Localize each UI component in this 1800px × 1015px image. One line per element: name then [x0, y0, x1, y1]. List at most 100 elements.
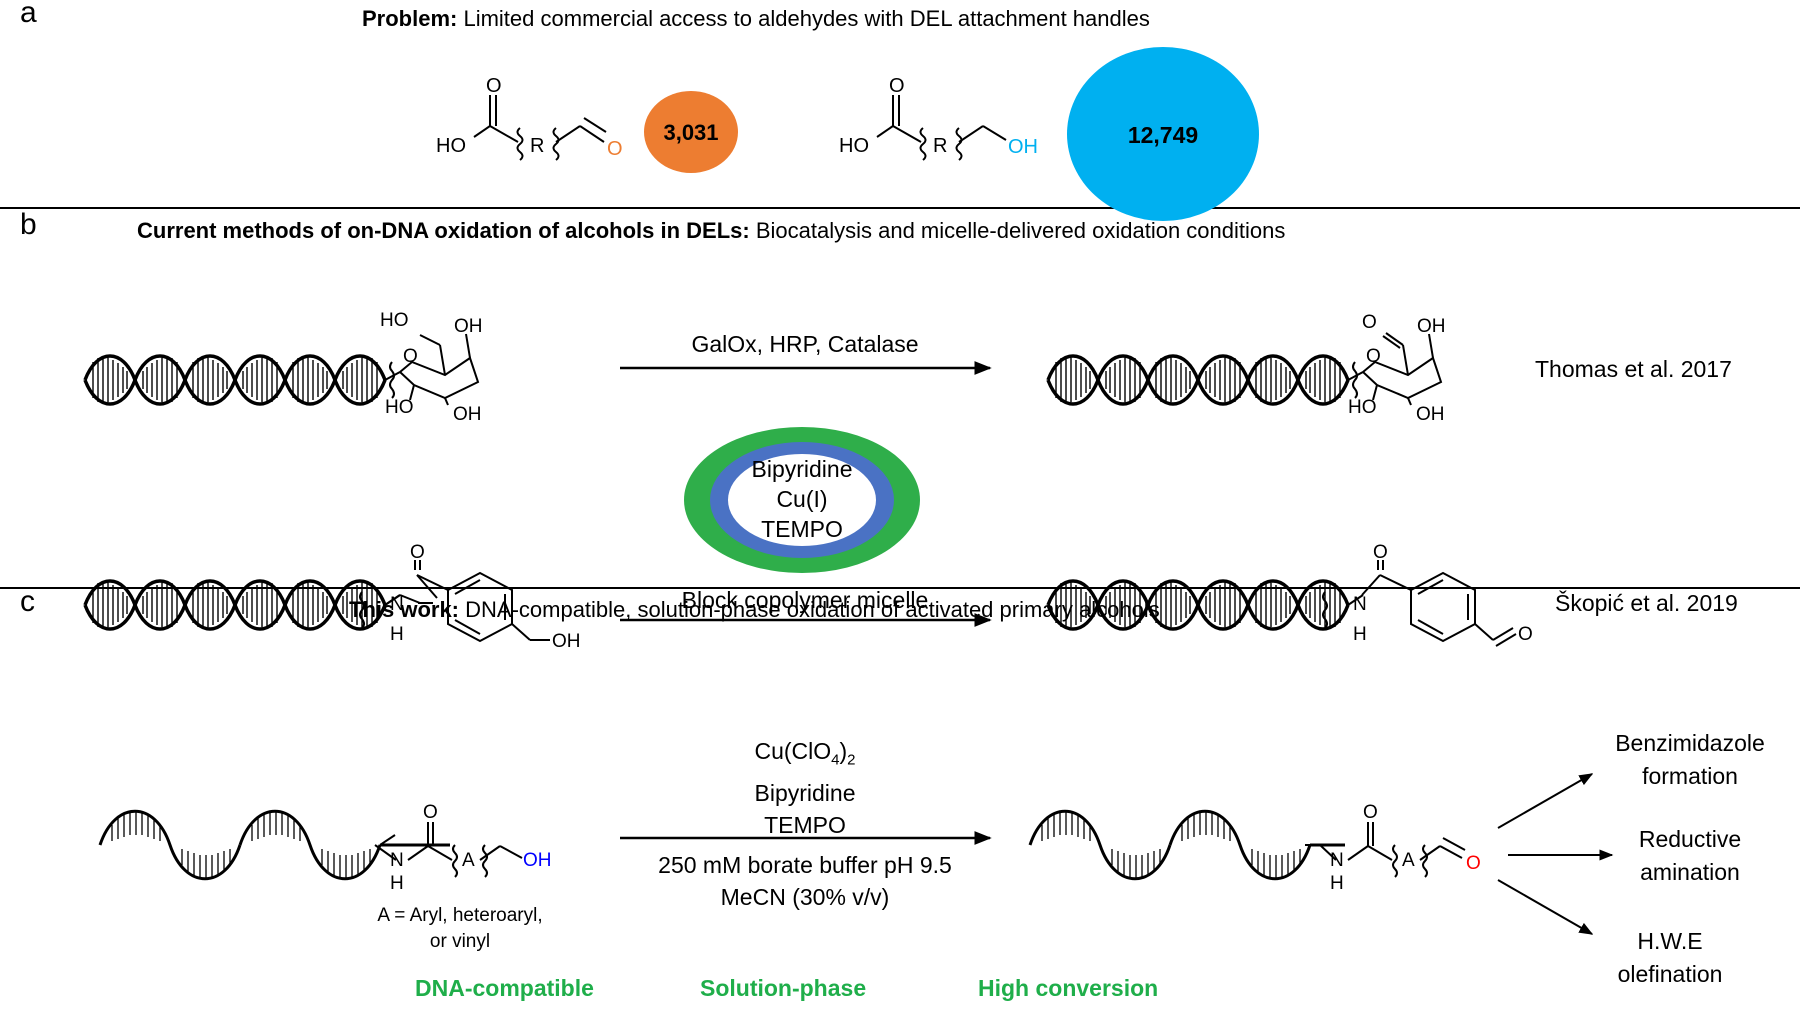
- c-right-H: H: [1330, 873, 1344, 894]
- c-left-N: N: [390, 850, 404, 871]
- c-right-O-carbonyl: O: [1363, 802, 1378, 823]
- aldehyde-acid-R: R: [530, 135, 544, 157]
- ssdna-c-left: [98, 809, 450, 881]
- b2-right-O-aldehyde: O: [1518, 624, 1533, 645]
- c-reagent-cu-sub4: 4: [831, 751, 840, 769]
- c-right-O-aldehyde: O: [1466, 853, 1481, 874]
- aldehyde-acid-HO: HO: [436, 135, 466, 157]
- substrate-alcohol-structure: [374, 822, 523, 878]
- alcohol-acid-R: R: [933, 135, 947, 157]
- aldehyde-count-circle: [644, 91, 738, 173]
- aldehyde-acid-O: O: [486, 75, 502, 97]
- c-a-definition-line1: A = Aryl, heteroaryl,: [377, 905, 543, 926]
- alcohol-acid-HO: HO: [839, 135, 869, 157]
- gal-right-O-ring: O: [1366, 346, 1381, 367]
- feature-solution-phase: Solution-phase: [700, 975, 867, 1001]
- panel-a-heading-text: Limited commercial access to aldehydes w…: [457, 6, 1150, 31]
- benzyl-alcohol-amide-structure: [359, 560, 550, 643]
- dna-duplex-b1-right: [1046, 354, 1350, 406]
- c-reagent-copper: Cu(ClO4)2: [620, 735, 990, 777]
- alcohol-acid-structure: [876, 95, 1007, 161]
- panel-a-heading: Problem: Limited commercial access to al…: [362, 6, 1150, 32]
- b2-right-O-carbonyl: O: [1373, 542, 1388, 563]
- b2-conditions: Block copolymer micelle: [681, 587, 929, 613]
- aldehyde-O: O: [607, 138, 623, 160]
- application-2-line2: amination: [1640, 859, 1740, 885]
- application-3-line2: olefination: [1617, 961, 1723, 987]
- c-left-H: H: [390, 873, 404, 894]
- aldehyde-acid-structure: [473, 95, 607, 161]
- b2-right-H: H: [1353, 624, 1367, 645]
- b1-conditions: GalOx, HRP, Catalase: [691, 331, 919, 357]
- panel-b-heading: Current methods of on-DNA oxidation of a…: [137, 218, 1285, 244]
- galactose-structure-left: [384, 333, 480, 406]
- ssdna-c-right: [1028, 809, 1345, 881]
- panel-b-heading-bold: Current methods of on-DNA oxidation of a…: [137, 218, 750, 243]
- c-right-N: N: [1330, 850, 1344, 871]
- c-buffer: 250 mM borate buffer pH 9.5: [658, 852, 952, 878]
- benzaldehyde-amide-structure: [1322, 560, 1517, 647]
- aldehyde-count: 3,031: [663, 120, 718, 145]
- c-reagent-cu-close: ): [839, 738, 848, 764]
- b2-left-OH: OH: [552, 631, 581, 652]
- b2-left-H: H: [390, 624, 404, 645]
- galactose-structure-right: [1347, 332, 1443, 406]
- gal-right-HO-bottom: HO: [1348, 397, 1377, 418]
- panel-letter-b: b: [20, 208, 37, 241]
- gal-right-OH-bottom: OH: [1416, 404, 1445, 425]
- feature-dna-compatible: DNA-compatible: [415, 975, 594, 1001]
- application-1: Benzimidazole formation: [1580, 727, 1800, 793]
- application-2-line1: Reductive: [1638, 826, 1742, 852]
- feature-high-conversion: High conversion: [978, 975, 1159, 1001]
- product-aldehyde-structure: [1305, 822, 1466, 878]
- gal-left-O-ring: O: [403, 346, 418, 367]
- alcohol-count: 12,749: [1128, 122, 1198, 148]
- alcohol-acid-O: O: [889, 75, 905, 97]
- panel-letter-a: a: [20, 0, 37, 29]
- application-3-line1: H.W.E: [1637, 928, 1703, 954]
- c-reagent-cu-sub2: 2: [847, 751, 856, 769]
- b2-left-N: N: [390, 594, 404, 615]
- c-reagent-bipyridine: Bipyridine: [754, 779, 856, 806]
- gal-right-OH-top: OH: [1417, 316, 1446, 337]
- b1-reference: Thomas et al. 2017: [1535, 356, 1732, 382]
- b2-left-O-carbonyl: O: [410, 542, 425, 563]
- micelle-core: [728, 454, 876, 546]
- c-reagent-tempo: TEMPO: [764, 811, 846, 838]
- panel-b-heading-text: Biocatalysis and micelle-delivered oxida…: [749, 218, 1286, 243]
- application-arrow-1: [1497, 773, 1594, 829]
- application-3: H.W.E olefination: [1560, 925, 1780, 991]
- c-right-A: A: [1402, 850, 1415, 871]
- micelle-tempo: TEMPO: [761, 516, 843, 542]
- gal-left-HO-bottom: HO: [385, 397, 414, 418]
- application-2: Reductive amination: [1580, 823, 1800, 889]
- micelle-contents: Bipyridine Cu(I) TEMPO: [728, 454, 876, 544]
- application-1-line2: formation: [1642, 763, 1738, 789]
- hydroxyl-OH: OH: [1008, 136, 1038, 158]
- c-a-definition: A = Aryl, heteroaryl, or vinyl: [345, 903, 575, 955]
- gal-right-O-aldehyde: O: [1362, 312, 1377, 333]
- c-reagents: Cu(ClO4)2 Bipyridine TEMPO: [620, 735, 990, 841]
- c-left-O: O: [423, 802, 438, 823]
- c-solvent: MeCN (30% v/v): [720, 884, 890, 910]
- dna-duplex-b1-left: [83, 354, 387, 406]
- c-left-A: A: [462, 850, 475, 871]
- gal-left-HO-top: HO: [380, 310, 409, 331]
- b2-reference: Škopić et al. 2019: [1555, 590, 1738, 616]
- c-a-definition-line2: or vinyl: [429, 931, 491, 952]
- panel-letter-c: c: [20, 585, 35, 618]
- panel-a-heading-bold: Problem:: [362, 6, 458, 31]
- application-1-line1: Benzimidazole: [1615, 730, 1765, 756]
- panel-c-heading-text: DNA-compatible, solution-phase oxidation…: [459, 597, 1160, 622]
- micelle-cu: Cu(I): [776, 486, 828, 512]
- b2-right-N: N: [1353, 594, 1367, 615]
- c-reagent-cu-text: Cu(ClO: [754, 738, 832, 764]
- gal-left-OH-bottom: OH: [453, 404, 482, 425]
- c-buffer-conditions: 250 mM borate buffer pH 9.5 MeCN (30% v/…: [610, 849, 1000, 913]
- alcohol-count-circle: [1067, 47, 1259, 221]
- gal-left-OH-top: OH: [454, 316, 483, 337]
- application-arrow-3: [1497, 879, 1594, 935]
- micelle-bipyridine: Bipyridine: [751, 456, 853, 482]
- c-left-OH: OH: [523, 850, 552, 871]
